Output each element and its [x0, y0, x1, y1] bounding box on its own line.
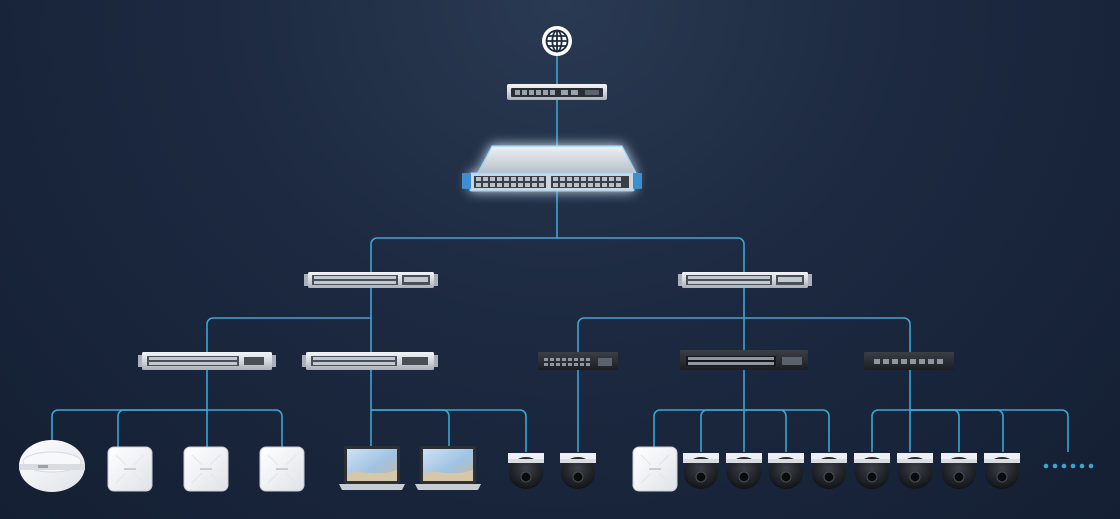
aggregation-switch-left — [304, 272, 438, 288]
dome-camera-5 — [768, 453, 804, 489]
dome-camera-1 — [508, 453, 544, 489]
ceiling-ap-3 — [259, 446, 305, 492]
access-switch-2 — [302, 352, 438, 370]
laptop-1 — [339, 446, 405, 490]
ceiling-ap-1 — [107, 446, 153, 492]
access-switch-1 — [138, 352, 276, 370]
access-switch-4 — [680, 350, 808, 370]
connection-lines — [51, 54, 1069, 452]
internet-globe-icon — [542, 26, 572, 56]
aggregation-switch-right — [678, 272, 812, 288]
dome-camera-10 — [984, 453, 1020, 489]
core-switch — [462, 145, 642, 192]
dome-camera-3 — [683, 453, 719, 489]
dome-camera-9 — [941, 453, 977, 489]
outdoor-ap — [19, 440, 85, 492]
dome-camera-4 — [726, 453, 762, 489]
ceiling-ap-2 — [183, 446, 229, 492]
access-switch-3 — [538, 352, 618, 370]
ceiling-ap-4 — [632, 446, 678, 492]
gateway-router — [507, 84, 607, 100]
dome-camera-8 — [897, 453, 933, 489]
more-devices-dots-icon — [1043, 463, 1094, 469]
laptop-2 — [415, 446, 481, 490]
dome-camera-2 — [560, 453, 596, 489]
dome-camera-6 — [811, 453, 847, 489]
access-switch-5 — [864, 352, 954, 370]
dome-camera-7 — [854, 453, 890, 489]
